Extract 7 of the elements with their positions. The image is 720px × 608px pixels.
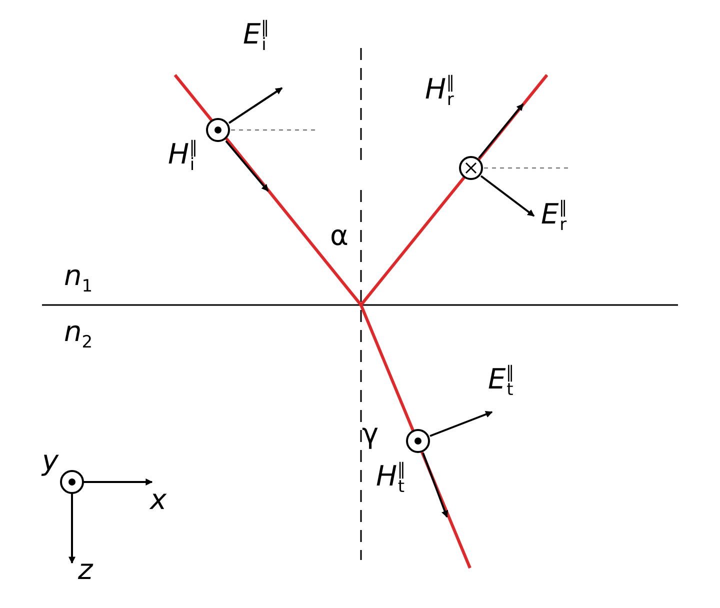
axis-label: x <box>150 486 167 514</box>
refractive-index-label: n$_{1}$ <box>64 262 93 296</box>
axis-label: y <box>42 447 59 475</box>
axis-label: z <box>78 556 93 584</box>
refractive-index-label: n$_{2}$ <box>64 318 93 352</box>
angle-label: γ <box>362 420 379 448</box>
angle-label: α <box>330 222 348 250</box>
